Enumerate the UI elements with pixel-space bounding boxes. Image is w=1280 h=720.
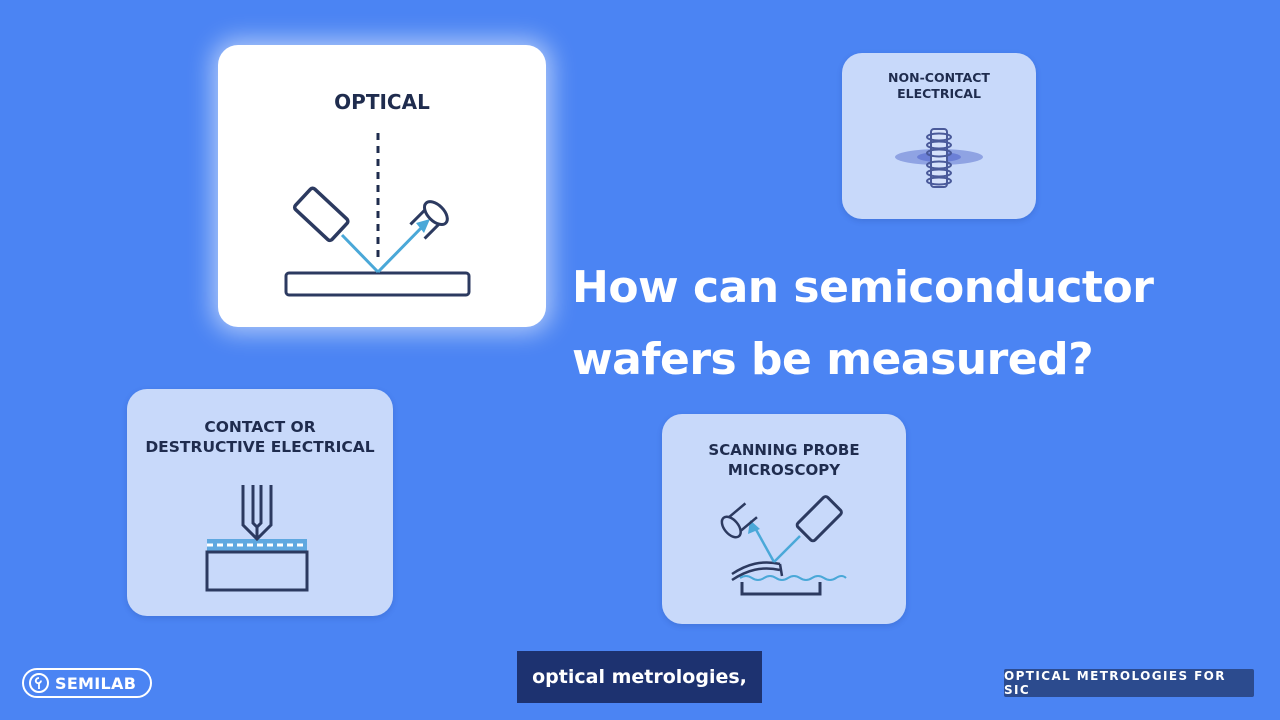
- card-scanning-probe: SCANNING PROBE MICROSCOPY: [662, 414, 906, 624]
- semilab-logo-icon: [29, 673, 49, 693]
- contact-probe-icon: [205, 485, 309, 592]
- cantilever-probe-icon: [720, 495, 847, 596]
- card-spm-title: SCANNING PROBE MICROSCOPY: [708, 441, 860, 479]
- headline: How can semiconductor wafers be measured…: [572, 252, 1232, 396]
- card-non-contact-title: NON-CONTACT ELECTRICAL: [888, 70, 990, 102]
- card-non-contact-electrical: NON-CONTACT ELECTRICAL: [842, 53, 1036, 219]
- optical-reflection-icon: [284, 133, 471, 297]
- semilab-logo: SEMILAB: [22, 668, 152, 698]
- card-optical: OPTICAL: [218, 45, 546, 327]
- subtitle-caption: optical metrologies,: [517, 651, 762, 703]
- series-tag: OPTICAL METROLOGIES FOR SIC: [1004, 669, 1254, 697]
- card-contact-title: CONTACT OR DESTRUCTIVE ELECTRICAL: [145, 418, 375, 457]
- coil-probe-icon: [895, 128, 983, 188]
- headline-line-2: wafers be measured?: [572, 334, 1094, 385]
- headline-line-1: How can semiconductor: [572, 262, 1154, 313]
- card-contact-electrical: CONTACT OR DESTRUCTIVE ELECTRICAL: [127, 389, 393, 616]
- card-optical-title: OPTICAL: [334, 90, 430, 114]
- semilab-logo-text: SEMILAB: [55, 673, 137, 693]
